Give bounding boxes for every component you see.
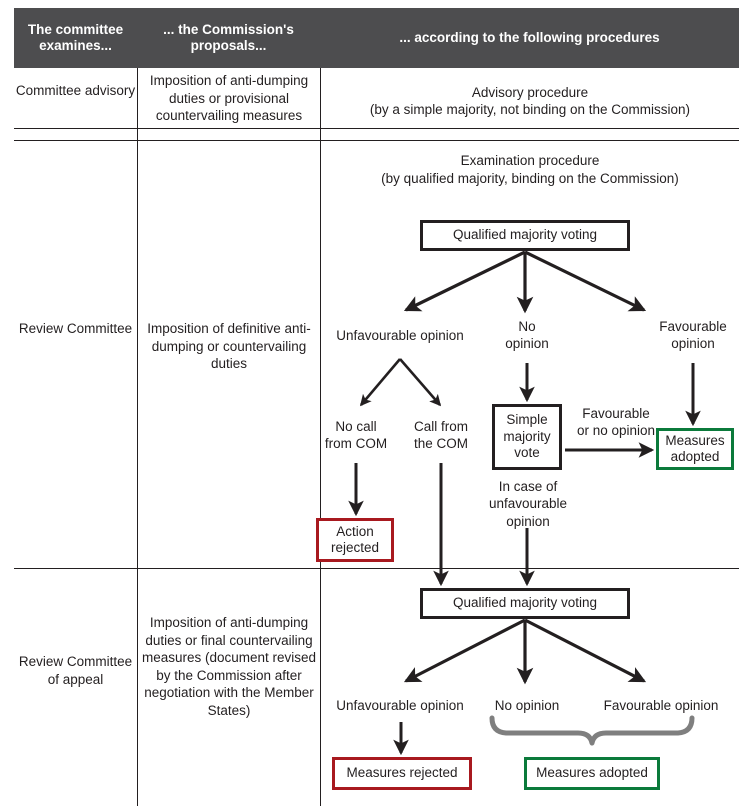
cell-committee-row1: Committee advisory (15, 83, 136, 98)
procedure-title-row2: Examination procedure (460, 153, 600, 168)
branch-unfavourable-opinion-appeal: Unfavourable opinion (336, 698, 464, 713)
cell-procedure-title-row1: Advisory procedure (471, 85, 589, 100)
branch-favourable-opinion-appeal: Favourable opinion (603, 698, 719, 713)
cell-proposal-row1: Imposition of anti-dumping duties or pro… (149, 73, 309, 124)
row-divider-2 (14, 140, 739, 141)
cell-committee-row3: Review Committee of appeal (18, 654, 133, 687)
measures-rejected-box-appeal: Measures rejected (332, 757, 472, 790)
table-header-row: The committee examines... ... the Commis… (14, 8, 739, 68)
column-divider-1 (137, 68, 138, 806)
qualified-majority-voting-box-review: Qualified majority voting (420, 220, 630, 251)
procedure-subtitle-row2: (by qualified majority, binding on the C… (381, 171, 679, 186)
qualified-majority-voting-box-appeal: Qualified majority voting (420, 588, 630, 619)
column-header-committee: The committee examines... (27, 21, 124, 53)
branch-no-opinion-appeal: No opinion (494, 698, 560, 713)
column-header-proposals: ... the Commission's proposals... (163, 21, 294, 53)
measures-adopted-box-appeal: Measures adopted (524, 757, 660, 790)
column-divider-2 (320, 68, 321, 806)
cell-procedure-subtitle-row1: (by a simple majority, not binding on th… (369, 102, 691, 117)
cell-proposal-row2: Imposition of definitive anti-dumping or… (147, 321, 311, 372)
cell-committee-row2: Review Committee (18, 321, 133, 336)
column-header-procedures: ... according to the following procedure… (399, 29, 660, 45)
cell-proposal-row3: Imposition of anti-dumping duties or fin… (141, 615, 317, 718)
row-divider-1 (14, 128, 739, 129)
row-divider-3 (14, 568, 739, 569)
branch-unfavourable-opinion-review: Unfavourable opinion (336, 328, 464, 343)
